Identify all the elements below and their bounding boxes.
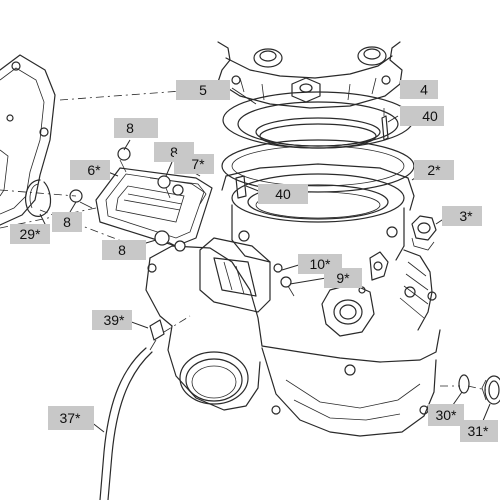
assembly-lines — [0, 87, 487, 391]
callout-8-bottom: 8 — [102, 240, 146, 260]
callout-7-text: 7* — [191, 156, 205, 172]
callout-8-left-text: 8 — [63, 214, 71, 230]
callout-37: 37* — [48, 406, 94, 430]
callout-40-upper-text: 40 — [422, 108, 438, 124]
callout-3-text: 3* — [459, 208, 473, 224]
crankcase-left-drawing — [0, 54, 56, 226]
callout-9-text: 9* — [336, 270, 350, 286]
seal-rings-drawing — [458, 374, 500, 405]
callout-8-top-right-text: 8 — [170, 144, 178, 160]
callout-8-top-left-text: 8 — [126, 120, 134, 136]
callout-40-lower: 40 — [258, 184, 308, 204]
bolt-8a — [117, 147, 131, 173]
transfer-port-drawing — [199, 237, 271, 313]
callout-29: 29* — [10, 224, 50, 244]
callout-9: 9* — [324, 268, 362, 288]
callout-8-left: 8 — [52, 212, 82, 232]
callout-3: 3* — [442, 206, 482, 226]
callout-31: 31* — [460, 420, 498, 442]
callout-5: 5 — [176, 80, 230, 100]
callout-31-text: 31* — [467, 423, 489, 439]
side-cover-drawing — [95, 167, 213, 247]
callout-2: 2* — [414, 160, 454, 180]
callout-8-top-left: 8 — [114, 118, 158, 138]
bolt-8d — [154, 230, 186, 252]
cylinder-drawing — [221, 163, 433, 376]
callout-2-text: 2* — [427, 162, 441, 178]
callout-8-bottom-text: 8 — [118, 242, 126, 258]
bolt-8b — [157, 175, 184, 199]
callout-30-text: 30* — [435, 407, 457, 423]
callout-37-text: 37* — [59, 410, 81, 426]
hose-fitting-drawing — [99, 319, 165, 500]
callout-5-text: 5 — [199, 82, 207, 98]
callout-4-text: 4 — [420, 82, 428, 98]
callout-4: 4 — [400, 80, 438, 99]
callout-30: 30* — [428, 404, 464, 426]
line-art — [0, 41, 500, 500]
exhaust-port-drawing — [145, 245, 441, 437]
callout-39-text: 39* — [103, 312, 125, 328]
callout-7: 7* — [174, 154, 214, 174]
callout-6: 6* — [70, 160, 110, 180]
callout-40-upper: 40 — [400, 106, 444, 126]
callout-labels: 5 4 40 8 8 6* 7* 2* — [10, 80, 498, 442]
bolt-8c — [69, 189, 93, 209]
cylinder-head-drawing — [217, 41, 403, 109]
nut-3-drawing — [411, 215, 437, 251]
callout-6-text: 6* — [87, 162, 101, 178]
callout-39: 39* — [92, 310, 132, 330]
circlip-29-drawing — [25, 179, 52, 217]
callout-40-lower-text: 40 — [275, 186, 291, 202]
callout-29-text: 29* — [19, 226, 41, 242]
